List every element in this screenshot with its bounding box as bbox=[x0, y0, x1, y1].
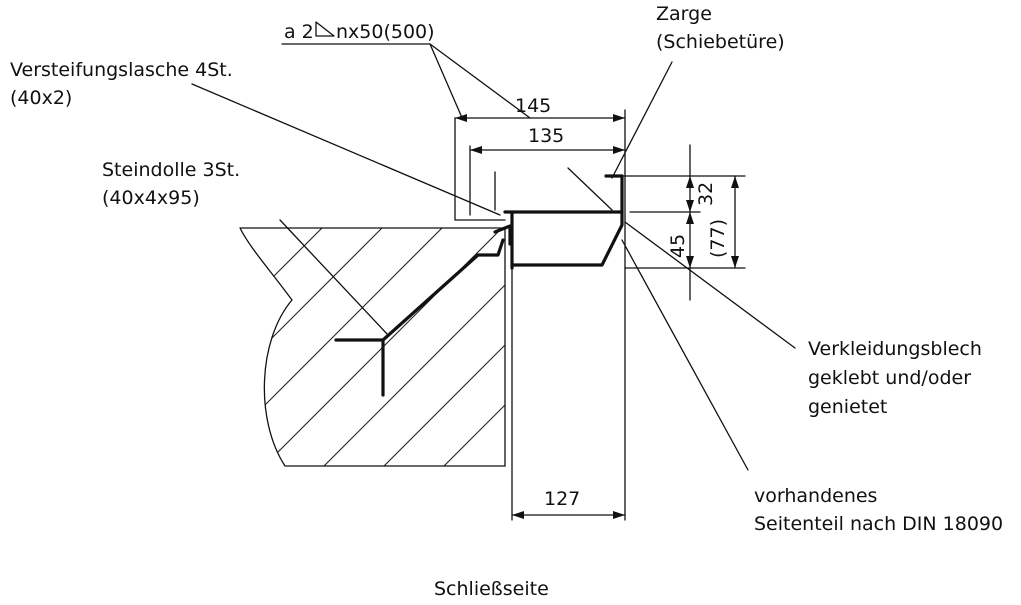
dim-145 bbox=[454, 114, 626, 122]
verkleidung-label-2: geklebt und/oder bbox=[808, 367, 971, 389]
weld-rest-label: nx50(500) bbox=[336, 21, 435, 43]
seitenteil-label-2: Seitenteil nach DIN 18090 bbox=[754, 513, 1003, 535]
dim-45-value: 45 bbox=[667, 234, 689, 258]
wall-section bbox=[239, 227, 506, 467]
dim-77-value: (77) bbox=[707, 219, 729, 258]
dim-127-value: 127 bbox=[544, 488, 580, 510]
dim-127 bbox=[511, 511, 626, 519]
verkleidung-label-1: Verkleidungsblech bbox=[808, 338, 982, 360]
dim-135-value: 135 bbox=[528, 125, 564, 147]
fillet-weld-icon bbox=[315, 21, 335, 37]
versteifung-label-2: (40x2) bbox=[10, 87, 72, 109]
steindolle-label-2: (40x4x95) bbox=[102, 187, 200, 209]
caption: Schließseite bbox=[434, 578, 549, 600]
leader-lines bbox=[191, 61, 796, 471]
wall-outline bbox=[239, 227, 506, 467]
wall-hatching bbox=[240, 228, 505, 466]
dim-145-value: 145 bbox=[515, 95, 551, 117]
anchor-steindolle bbox=[334, 238, 505, 397]
seitenteil-label-1: vorhandenes bbox=[754, 485, 877, 507]
stiffening-strap bbox=[493, 224, 512, 246]
weld-bracket bbox=[281, 43, 531, 221]
versteifung-label-1: Versteifungslasche 4St. bbox=[10, 59, 233, 81]
zarge-label-2: (Schiebetüre) bbox=[656, 31, 785, 53]
steindolle-label-1: Steindolle 3St. bbox=[102, 159, 240, 181]
zarge-label-1: Zarge bbox=[656, 3, 712, 25]
door-frame bbox=[503, 109, 626, 521]
dim-32-value: 32 bbox=[695, 182, 717, 206]
weld-symbol-label: a 2 bbox=[284, 21, 314, 43]
dim-vertical bbox=[621, 144, 746, 301]
weld-a-text: a 2 bbox=[284, 21, 314, 43]
dim-135 bbox=[469, 145, 626, 216]
verkleidung-label-3: genietet bbox=[808, 396, 887, 418]
